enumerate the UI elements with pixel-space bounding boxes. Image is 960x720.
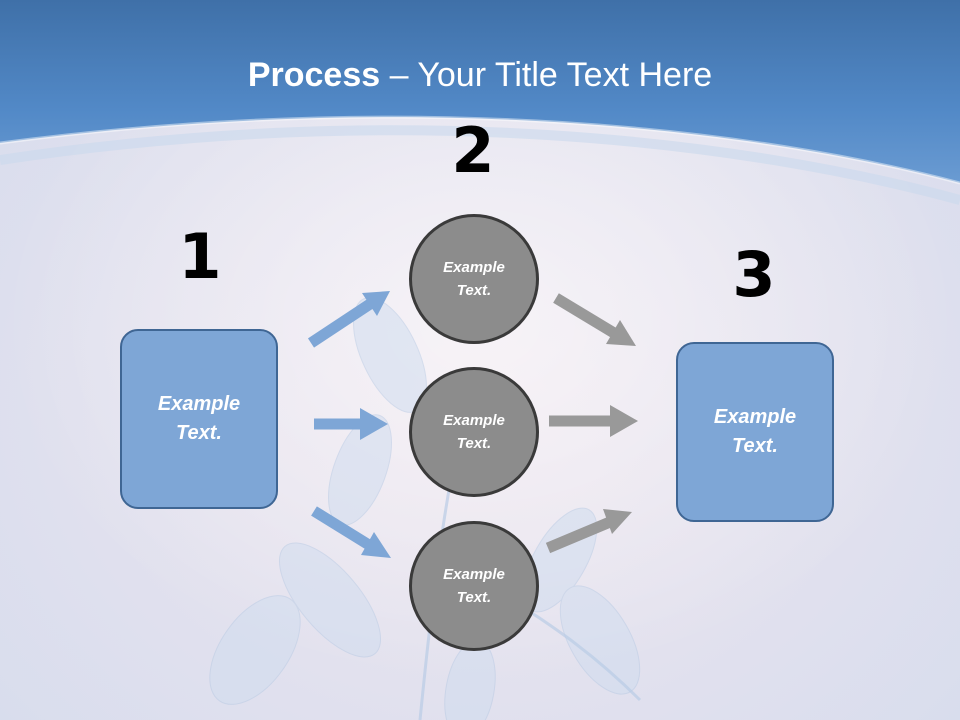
step-2-circle-top: Example Text. [409, 214, 539, 344]
step-2-circle-bottom-text: Example Text. [443, 566, 505, 606]
step-2-circle-bottom: Example Text. [409, 521, 539, 651]
arrow-bottom-to-3 [545, 509, 632, 554]
arrow-1-to-top [307, 291, 390, 348]
title-rest: – Your Title Text Here [380, 56, 713, 94]
step-1-box: Example Text. [120, 329, 278, 509]
arrow-middle-to-3 [549, 405, 638, 437]
step-2-number: 2 [451, 114, 495, 187]
step-2-circle-middle: Example Text. [409, 367, 539, 497]
arrow-1-to-bottom [311, 506, 391, 558]
arrow-1-to-middle [314, 408, 388, 440]
step-1-text: Example Text. [157, 393, 241, 444]
title-bold: Process [247, 56, 381, 94]
step-2-circle-top-text: Example Text. [443, 259, 505, 299]
slide-title: Process – Your Title Text Here [0, 54, 960, 96]
step-3-number: 3 [732, 238, 776, 311]
step-3-text: Example Text. [713, 406, 797, 457]
arrow-top-to-3 [553, 293, 636, 346]
step-3-box: Example Text. [676, 342, 834, 522]
step-2-circle-middle-text: Example Text. [443, 412, 505, 452]
step-1-number: 1 [178, 220, 222, 293]
